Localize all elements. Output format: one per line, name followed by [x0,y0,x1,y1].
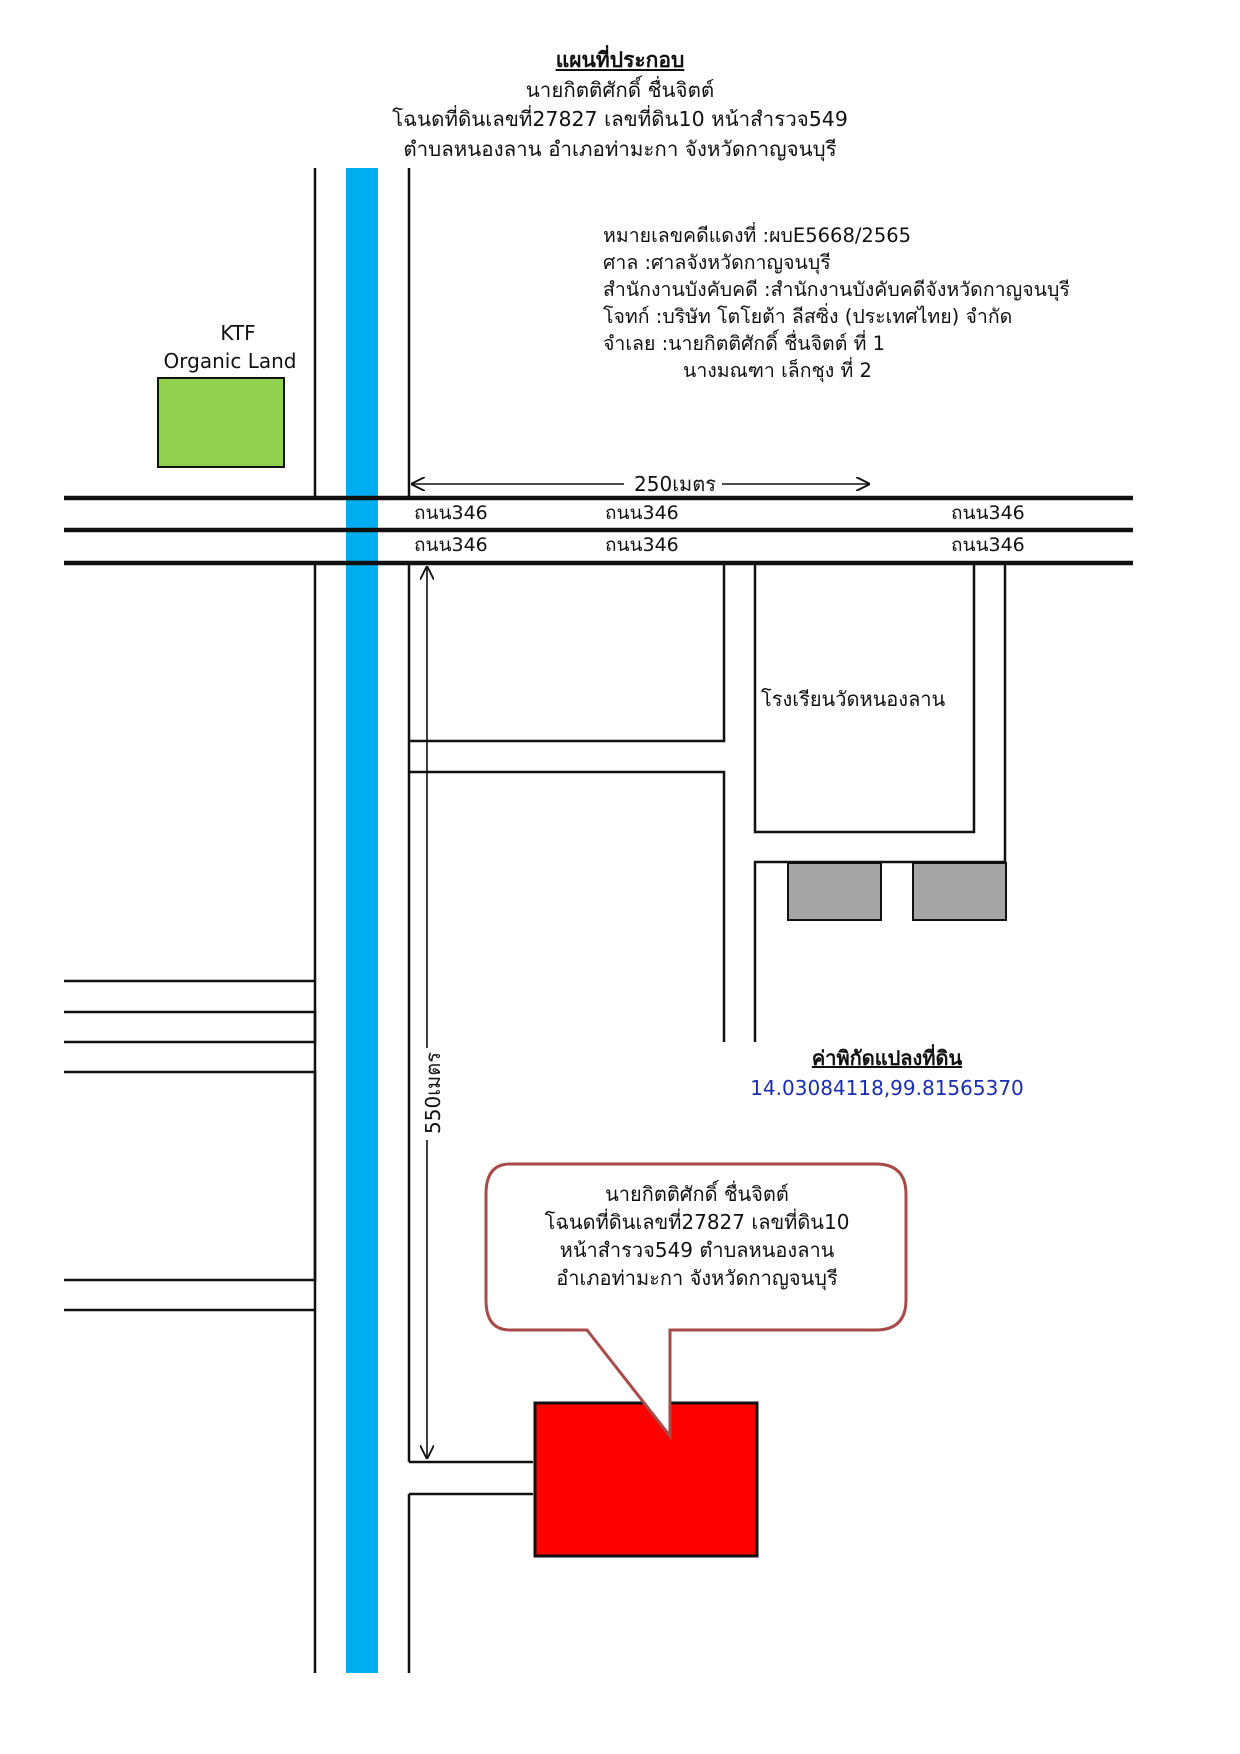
block-outlines [409,563,1007,1496]
distance-250m-label: 250เมตร [634,472,716,496]
plaintiff: โจทก์ :บริษัท โตโยต้า ลีสซิ่ง (ประเทศไทย… [603,305,1013,328]
road-label: ถนน346 [414,534,488,556]
callout-survey: หน้าสำรวจ549 ตำบลหนองลาน [559,1238,835,1262]
case-number: หมายเลขคดีแดงที่ :ผบE5668/2565 [603,224,912,247]
building [912,862,1007,921]
defendant-2: นางมณฑา เล็กชุง ที่ 2 [683,359,872,382]
land-parcel [533,1401,759,1558]
ktf-organic-land-marker [157,377,285,468]
callout-district: อำเภอท่ามะกา จังหวัดกาญจนบุรี [556,1266,838,1290]
coordinates-heading: ค่าพิกัดแปลงที่ดิน [811,1046,963,1070]
road-label: ถนน346 [414,502,488,524]
road-label: ถนน346 [605,534,679,556]
canal [346,168,378,1673]
owner-name: นายกิตติศักดิ์ ชื่นจิตต์ [525,78,715,102]
court: ศาล :ศาลจังหวัดกาญจนบุรี [603,251,831,274]
defendant-1: จำเลย :นายกิตติศักดิ์ ชื่นจิตต์ ที่ 1 [603,332,886,355]
distance-550m-label: 550เมตร [420,1052,445,1134]
coordinates-value: 14.03084118,99.81565370 [750,1076,1024,1100]
road-label: ถนน346 [605,502,679,524]
location-line: ตำบลหนองลาน อำเภอท่ามะกา จังหวัดกาญจนบุร… [403,137,837,161]
callout-owner: นายกิตติศักดิ์ ชื่นจิตต์ [605,1182,789,1206]
road-label: ถนน346 [951,502,1025,524]
enforcement-office: สำนักงานบังคับคดี :สำนักงานบังคับคดีจังห… [603,278,1070,301]
road-label: ถนน346 [951,534,1025,556]
left-side-roads [64,979,317,1312]
title-deed: โฉนดที่ดินเลขที่27827 เลขที่ดิน10 หน้าสำ… [392,107,848,131]
callout-bubble [484,1162,908,1441]
school-label: โรงเรียนวัดหนองลาน [761,687,946,711]
organic-land-label: Organic Land [163,349,297,373]
map-title: แผนที่ประกอบ [555,48,685,72]
ktf-label: KTF [220,321,256,345]
callout-deed: โฉนดที่ดินเลขที่27827 เลขที่ดิน10 [544,1210,850,1234]
building [787,862,882,921]
